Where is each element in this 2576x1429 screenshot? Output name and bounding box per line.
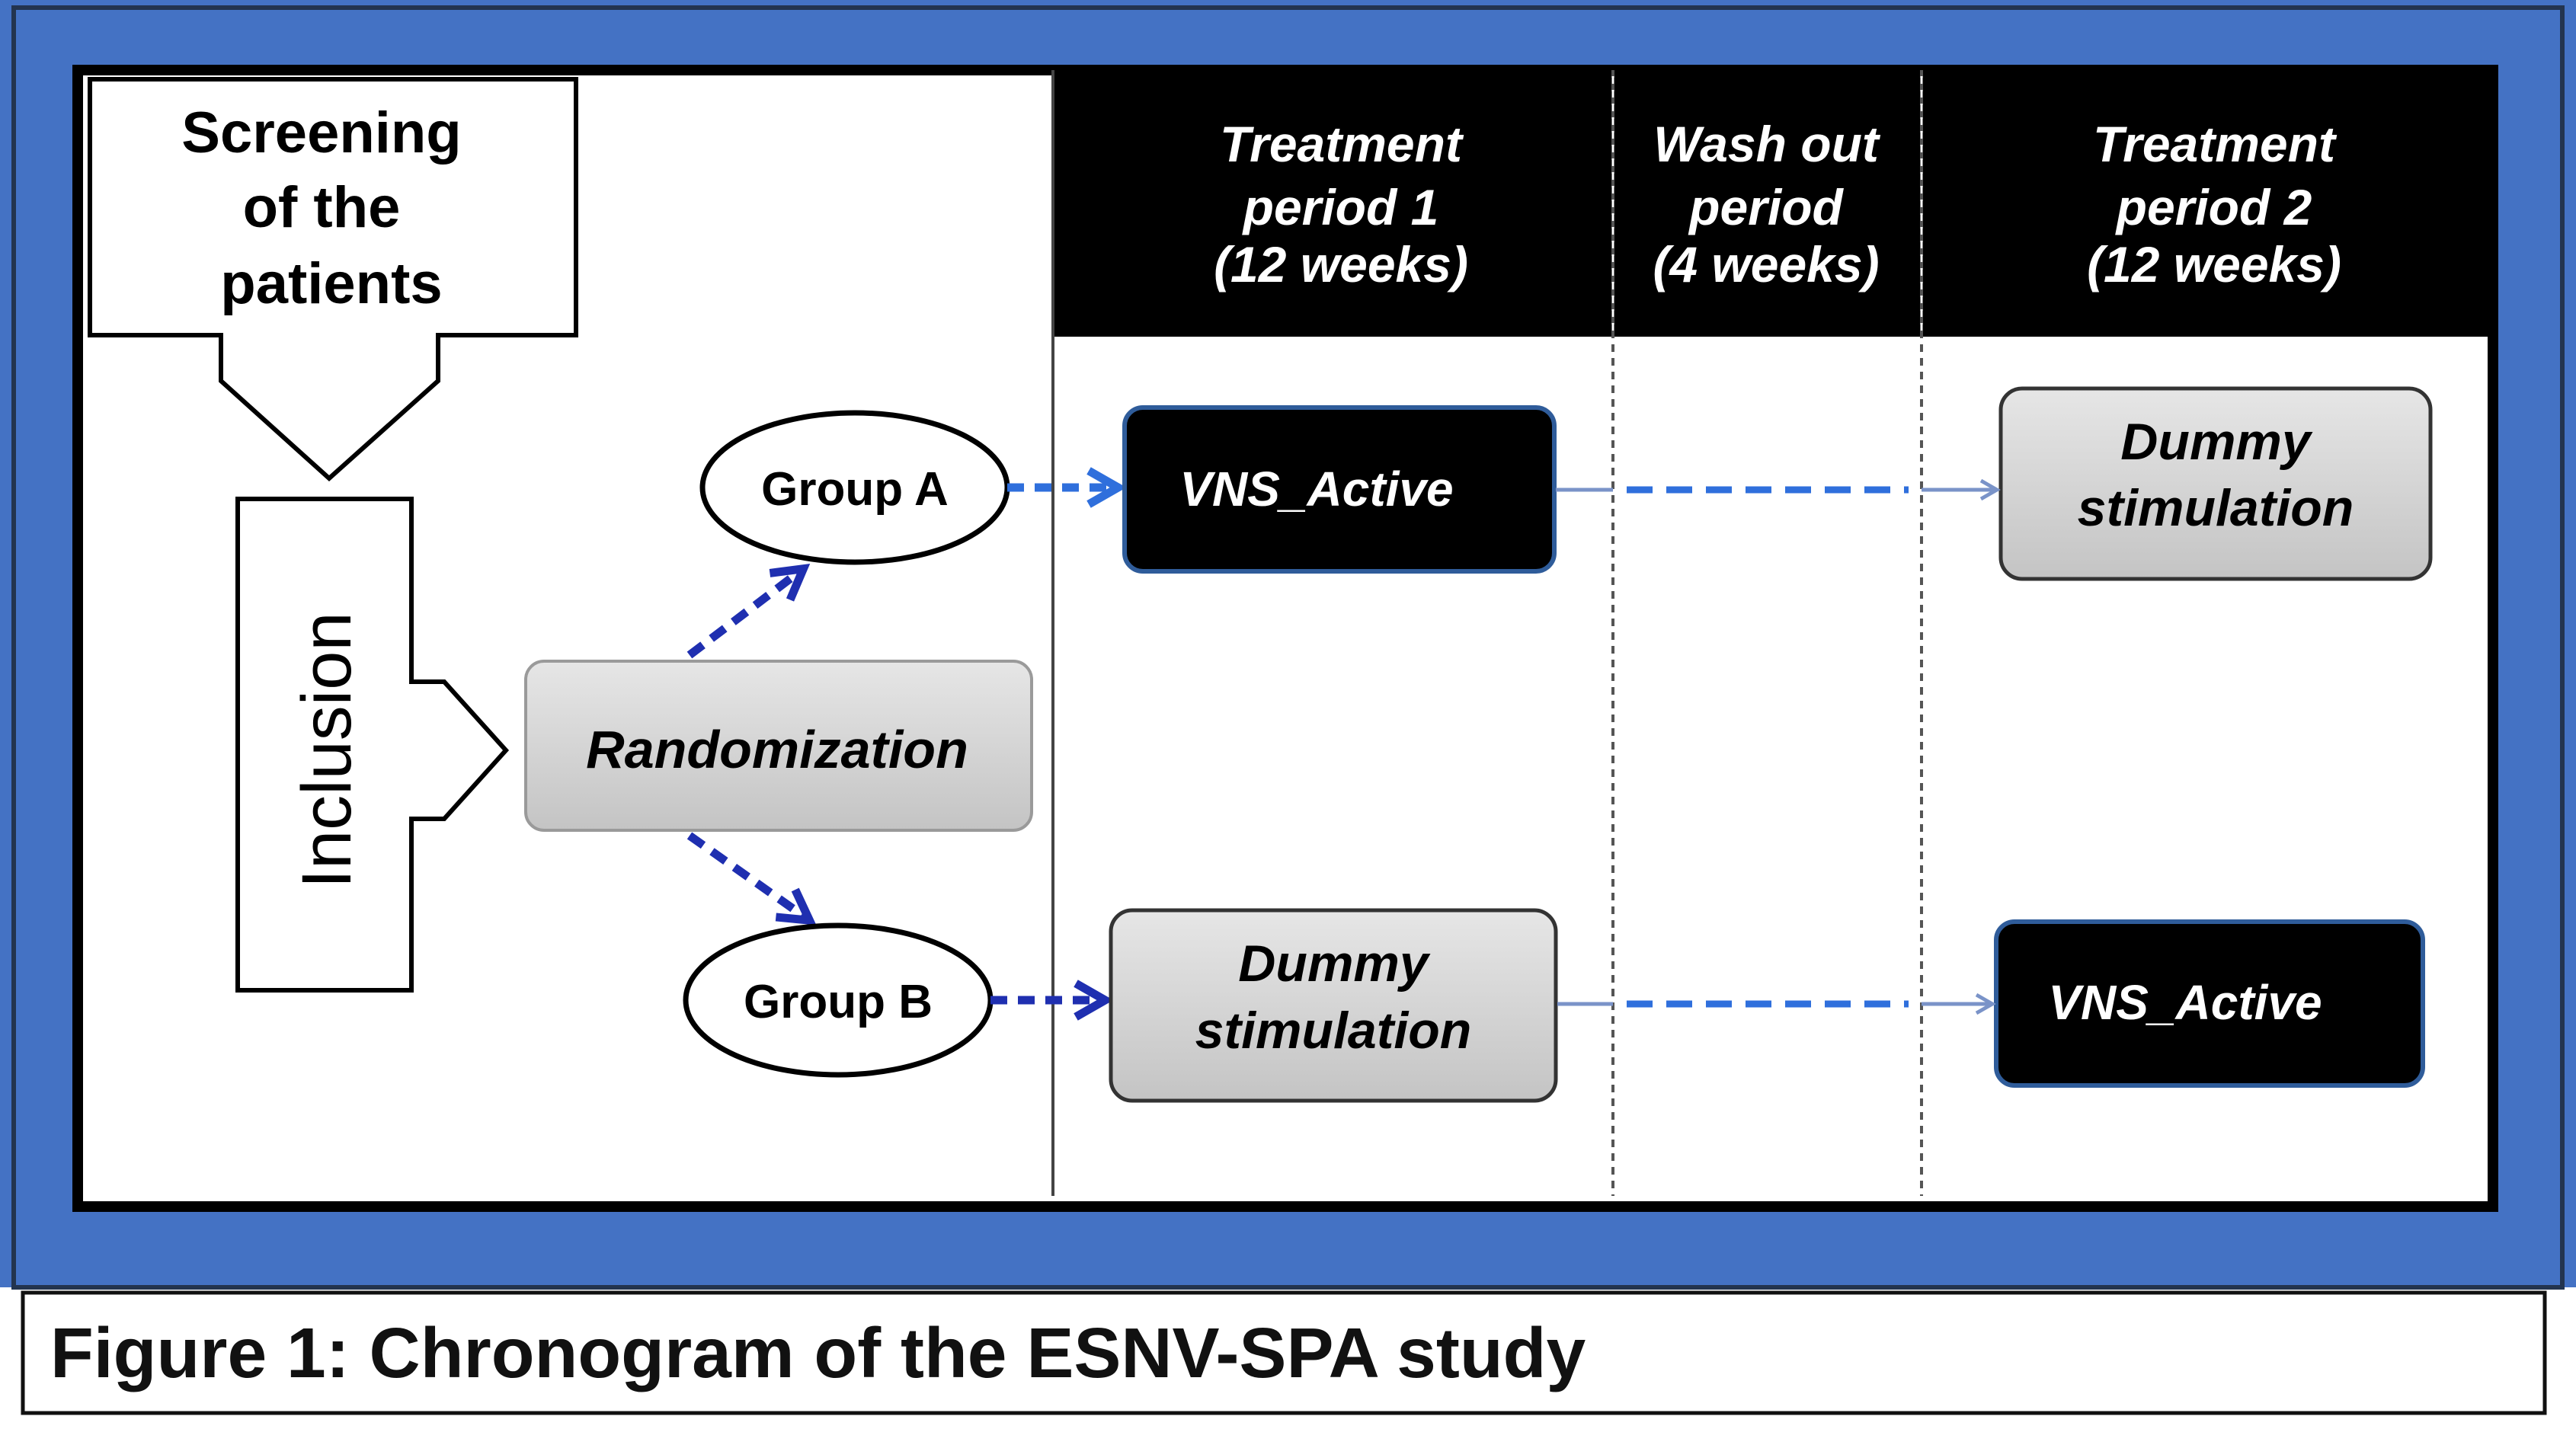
- header-period1-line2: period 1: [1242, 179, 1439, 235]
- group-a-period2-line2: stimulation: [2078, 479, 2354, 537]
- header-period2-line2: period 2: [2115, 179, 2312, 235]
- header-period1-line3: (12 weeks): [1214, 236, 1468, 293]
- screening-label: Screening of the patients: [181, 101, 461, 316]
- figure-caption: Figure 1: Chronogram of the ESNV-SPA stu…: [50, 1312, 1586, 1392]
- screening-down-arrow: [88, 77, 578, 482]
- group-b-period1-dummy-box: [1109, 908, 1558, 1103]
- group-b-period2-label: VNS_Active: [2048, 975, 2322, 1030]
- group-a-period2-dummy-box: [1998, 386, 2433, 581]
- header-period2-line1: Treatment: [2093, 116, 2338, 172]
- group-a-period1-label: VNS_Active: [1179, 462, 1453, 516]
- header-washout-line1: Wash out: [1653, 116, 1881, 172]
- group-b-period2-vns-active-box: [1994, 919, 2425, 1088]
- header-washout-line2: period: [1688, 179, 1844, 235]
- group-a-period1-vns-active-box: [1122, 405, 1557, 574]
- randomization-to-group-b-arrow: [686, 832, 817, 925]
- inclusion-right-arrow: [235, 497, 510, 993]
- header-period1: Treatment period 1 (12 weeks): [1214, 116, 1468, 293]
- group-a-period2-line1: Dummy: [2120, 413, 2313, 471]
- screening-line1: Screening: [181, 101, 461, 165]
- randomization-to-group-a-arrow: [686, 563, 811, 659]
- period-header-band: [1053, 70, 2493, 337]
- header-washout-line3: (4 weeks): [1653, 236, 1879, 293]
- randomization-label: Randomization: [586, 720, 968, 779]
- group-b-label: Group B: [744, 976, 933, 1028]
- group-b-period1-line2: stimulation: [1195, 1002, 1472, 1060]
- header-period1-line1: Treatment: [1220, 116, 1464, 172]
- header-period2-line3: (12 weeks): [2087, 236, 2341, 293]
- caption-box: [21, 1290, 2547, 1415]
- header-washout: Wash out period (4 weeks): [1653, 116, 1880, 293]
- screening-line2: of the: [243, 175, 401, 240]
- group-b-period1-line1: Dummy: [1238, 935, 1431, 993]
- inclusion-label: Inclusion: [288, 612, 366, 888]
- randomization-box: [524, 660, 1033, 832]
- frame-outline: [11, 5, 2565, 1290]
- group-a-label: Group A: [761, 463, 949, 516]
- header-period2: Treatment period 2 (12 weeks): [2087, 116, 2341, 293]
- screening-line3: patients: [220, 251, 442, 316]
